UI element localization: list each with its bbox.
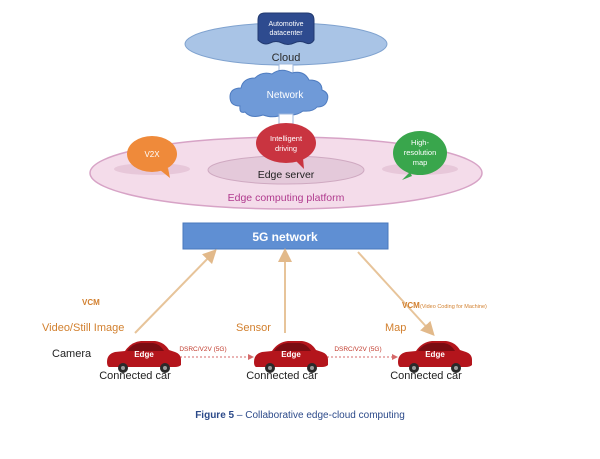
car-hubcap <box>310 366 314 370</box>
car-hubcap <box>454 366 458 370</box>
hd-map-bubble <box>393 131 447 175</box>
uplink-arrow-left <box>134 249 217 334</box>
hd-map-bubble-tail <box>402 172 412 180</box>
v2x-bubble-tail <box>160 168 170 178</box>
car-hubcap <box>412 366 416 370</box>
intelligent-driving-bubble-tail <box>296 158 304 169</box>
figure-caption-text: – Collaborative edge-cloud computing <box>234 410 405 421</box>
vcm-left-label: VCM <box>82 298 100 307</box>
vcm-right-note: (Video Coding for Machine) <box>420 304 487 310</box>
intelligent-driving-label-line1: Intelligent <box>270 134 303 143</box>
figure-number: Figure 5 <box>195 410 235 421</box>
fiveg-network-bar <box>182 222 389 250</box>
v2x-label: V2X <box>144 150 160 159</box>
car-body <box>398 341 472 367</box>
connected-car-3: Edge <box>398 341 472 373</box>
car-body <box>107 341 181 367</box>
connected-car-3-label: Connected car <box>390 370 462 382</box>
sensor-label: Sensor <box>236 322 271 334</box>
car-window <box>274 343 311 351</box>
map-label: Map <box>385 322 406 334</box>
cloud-label: Cloud <box>272 52 301 64</box>
camera-label: Camera <box>52 348 92 360</box>
connected-car-2: Edge <box>254 341 328 373</box>
connected-car-1-label: Connected car <box>99 370 171 382</box>
downlink-arrow-right <box>357 251 435 336</box>
vcm-right-label: VCM <box>402 301 420 310</box>
intelligent-driving-label-line2: driving <box>275 144 297 153</box>
network-cloud <box>229 69 329 118</box>
intelligent-driving-bubble <box>256 123 316 163</box>
datacenter-label-line2: datacenter <box>269 30 303 37</box>
network-label: Network <box>267 90 305 101</box>
dsrc-left-label: DSRC/V2V (5G) <box>179 346 226 353</box>
car-hubcap <box>268 366 272 370</box>
fiveg-network-label: 5G network <box>252 230 318 244</box>
car-badge: Edge <box>281 350 301 359</box>
car-hubcap <box>163 366 167 370</box>
figure-caption: Figure 5 – Collaborative edge-cloud comp… <box>0 410 600 421</box>
car-window <box>418 343 455 351</box>
connected-car-2-label: Connected car <box>246 370 318 382</box>
v2x-bubble <box>127 136 177 172</box>
car-body <box>254 341 328 367</box>
connected-car-1: Edge <box>107 341 181 373</box>
car-badge: Edge <box>134 350 154 359</box>
car-hubcap <box>121 366 125 370</box>
datacenter-label-line1: Automotive <box>268 21 303 28</box>
hd-map-label-line3: map <box>413 158 428 167</box>
hd-map-label-line1: High- <box>411 138 429 147</box>
dsrc-right-label: DSRC/V2V (5G) <box>334 346 381 353</box>
edge-cloud-diagram: Automotive datacenter Cloud Network V2X … <box>42 12 487 382</box>
car-window <box>127 343 164 351</box>
datacenter-node <box>257 12 315 45</box>
edge-server-label: Edge server <box>258 169 315 181</box>
edge-platform-label: Edge computing platform <box>228 192 345 204</box>
video-still-image-label: Video/Still Image <box>42 322 124 334</box>
car-badge: Edge <box>425 350 445 359</box>
hd-map-label-line2: resolution <box>404 148 437 157</box>
